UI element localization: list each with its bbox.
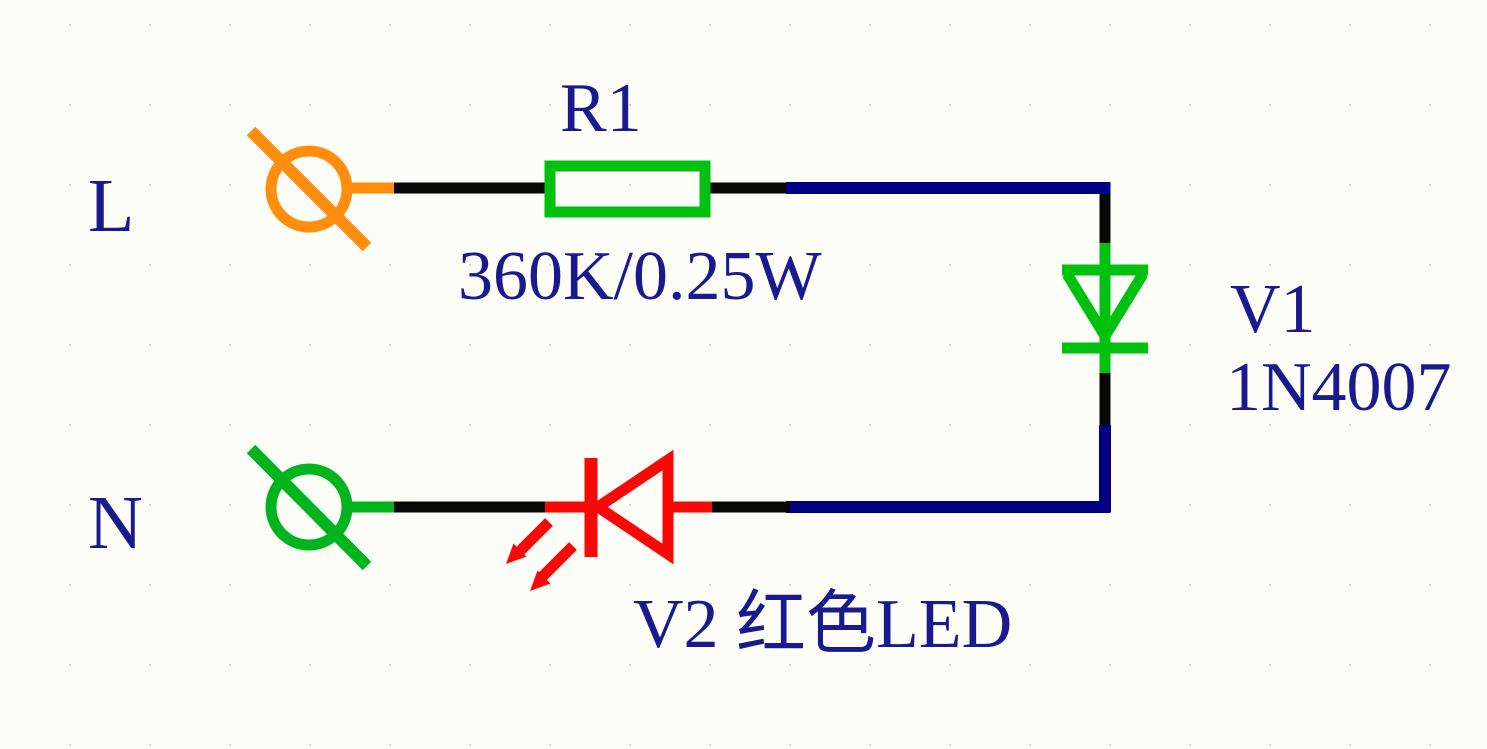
terminal-n-slash-icon — [246, 444, 372, 571]
terminal-l-symbol — [246, 126, 394, 252]
label-resistor-ref: R1 — [560, 70, 642, 147]
diode-v1-symbol — [1062, 243, 1148, 373]
terminal-l-slash-icon — [246, 126, 372, 252]
terminal-n-circle-icon — [265, 463, 353, 551]
terminal-n-symbol — [246, 444, 394, 571]
diode-v1-triangle — [1062, 271, 1148, 347]
label-diode-part: 1N4007 — [1226, 349, 1452, 426]
led-v2-triangle — [588, 449, 674, 565]
label-terminal-n: N — [88, 481, 143, 565]
resistor-r1-symbol — [544, 160, 711, 218]
terminal-l-circle-icon — [265, 145, 353, 233]
led-v2-emission-arrow1-shaft — [513, 518, 553, 558]
label-resistor-value: 360K/0.25W — [458, 238, 822, 315]
label-led-ref: V2 红色LED — [633, 586, 1012, 663]
label-terminal-l: L — [88, 164, 134, 248]
led-v2-symbol — [506, 449, 712, 591]
led-v2-emission-arrow2-head-icon — [530, 570, 551, 591]
led-v2-emission-arrow1-head-icon — [506, 543, 527, 564]
led-v2-emission-arrow2-shaft — [537, 542, 577, 582]
label-diode-ref: V1 — [1230, 271, 1316, 348]
